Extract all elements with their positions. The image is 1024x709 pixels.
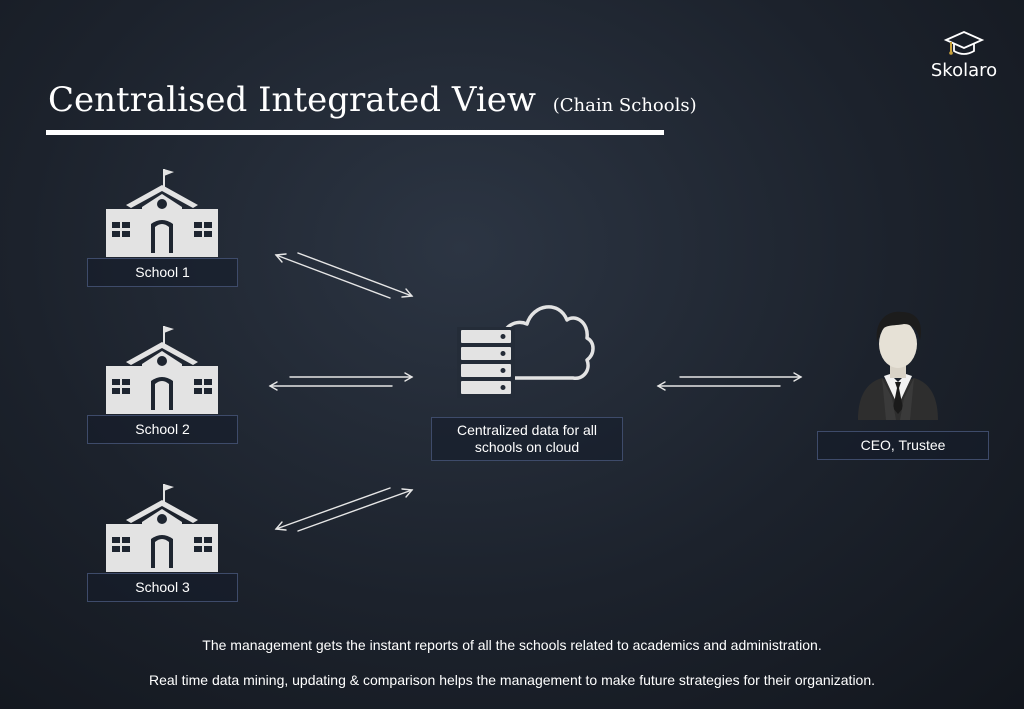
double-arrow-ceo <box>656 372 803 391</box>
double-arrow-school-1 <box>274 252 414 299</box>
businessman-icon <box>858 311 938 420</box>
school-2-label: School 2 <box>87 415 238 444</box>
double-arrow-school-3 <box>274 487 414 532</box>
brand-name: Skolaro <box>930 60 998 81</box>
brand-logo: Skolaro <box>928 30 1000 82</box>
footer-line-2: Real time data mining, updating & compar… <box>148 672 876 688</box>
graduation-cap-icon <box>943 31 985 55</box>
ceo-trustee-label: CEO, Trustee <box>817 431 989 460</box>
school-1-label: School 1 <box>87 258 238 287</box>
double-arrow-school-2 <box>268 372 414 391</box>
cloud-data-label: Centralized data for all schools on clou… <box>431 417 623 461</box>
title-underline <box>46 130 664 135</box>
school-3-label: School 3 <box>87 573 238 602</box>
page-subtitle: (Chain Schools) <box>552 95 697 116</box>
footer-line-1: The management gets the instant reports … <box>202 637 822 653</box>
page-title: Centralised Integrated View (Chain Schoo… <box>48 80 697 120</box>
cloud-server-icon <box>457 305 595 398</box>
page-title-main: Centralised Integrated View <box>48 80 536 120</box>
